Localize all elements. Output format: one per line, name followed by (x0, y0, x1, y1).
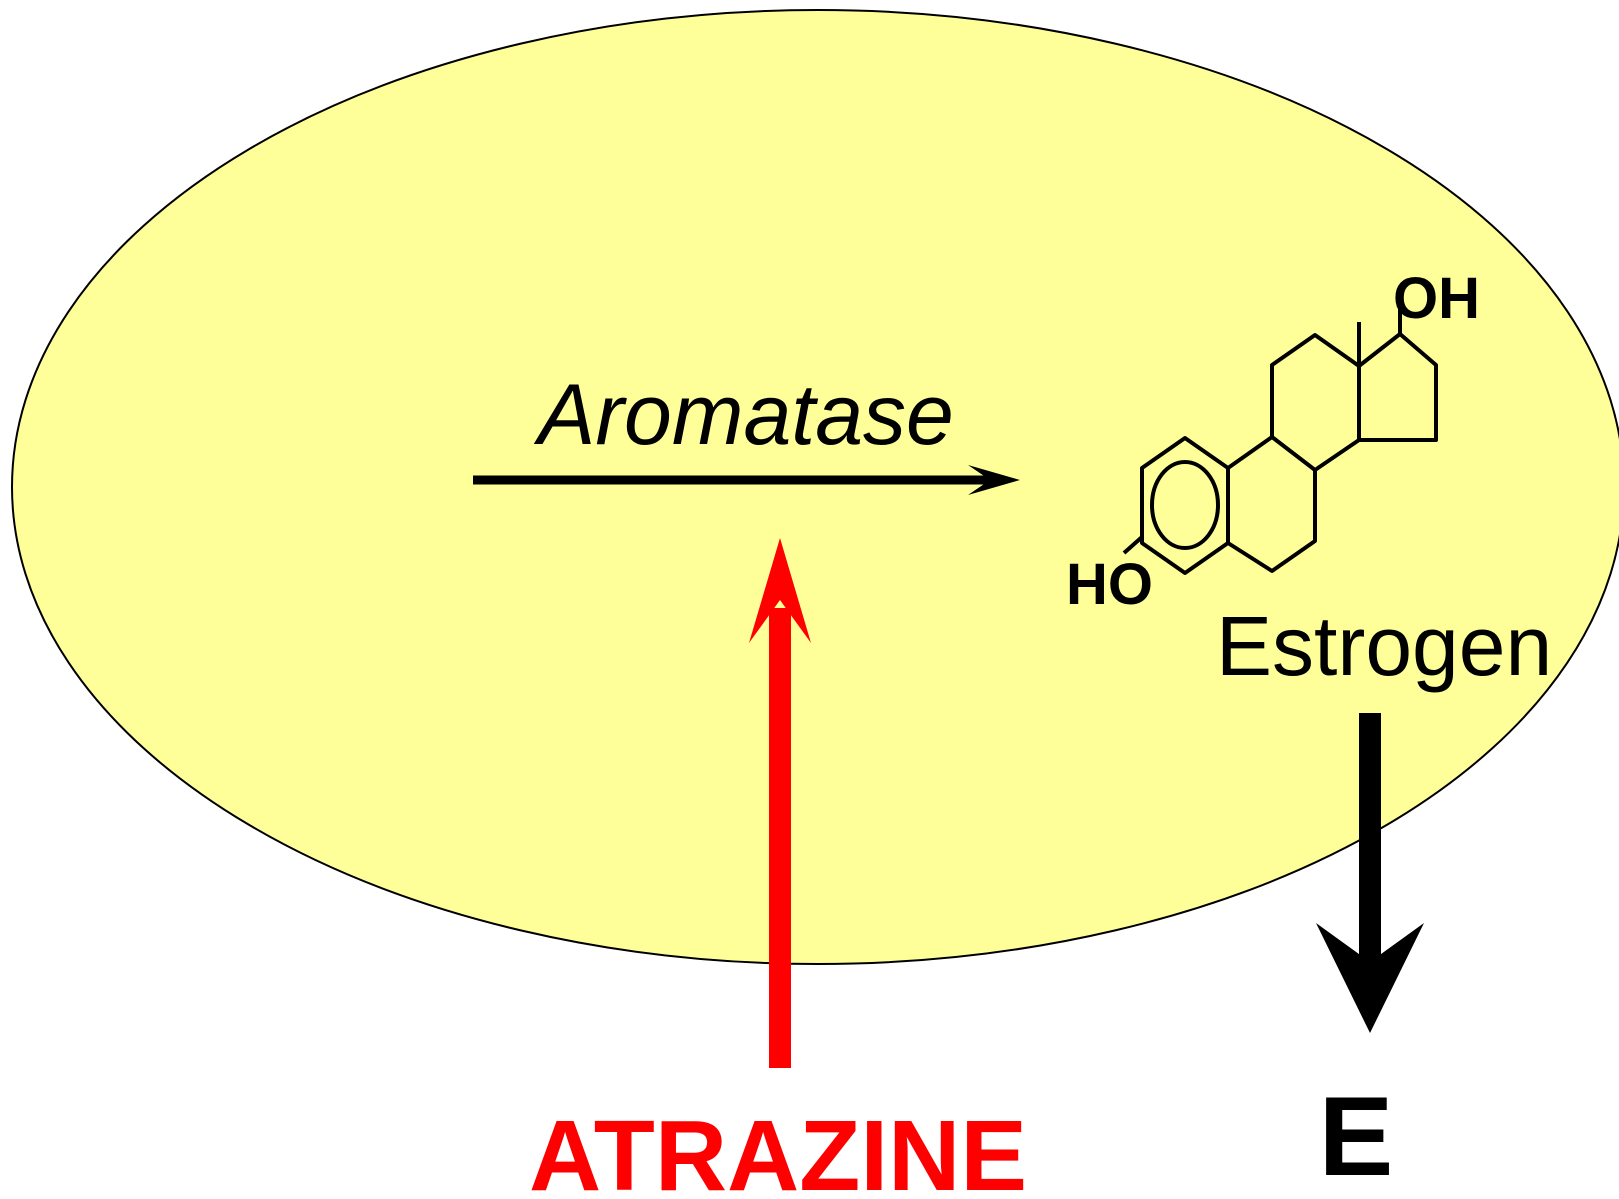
ring-b (1226, 435, 1317, 573)
atrazine-label: ATRAZINE (529, 1100, 1027, 1199)
atrazine-arrow (749, 538, 811, 1068)
ho-bond-left (1122, 535, 1144, 555)
cell-ellipse (11, 9, 1619, 965)
ring-c (1270, 333, 1361, 472)
oh-label: OH (1393, 266, 1480, 331)
estrogen-label: Estrogen (1216, 599, 1552, 693)
estrogen-output-arrow (1316, 713, 1424, 1033)
aromatic-circle (1150, 460, 1220, 550)
ho-label: HO (1066, 552, 1153, 617)
ring-d (1357, 332, 1438, 442)
aromatase-label: Aromatase (533, 367, 954, 463)
estrogen-structure (1122, 306, 1438, 575)
e-label: E (1319, 1074, 1394, 1199)
aromatase-reaction-arrow (473, 465, 1020, 495)
